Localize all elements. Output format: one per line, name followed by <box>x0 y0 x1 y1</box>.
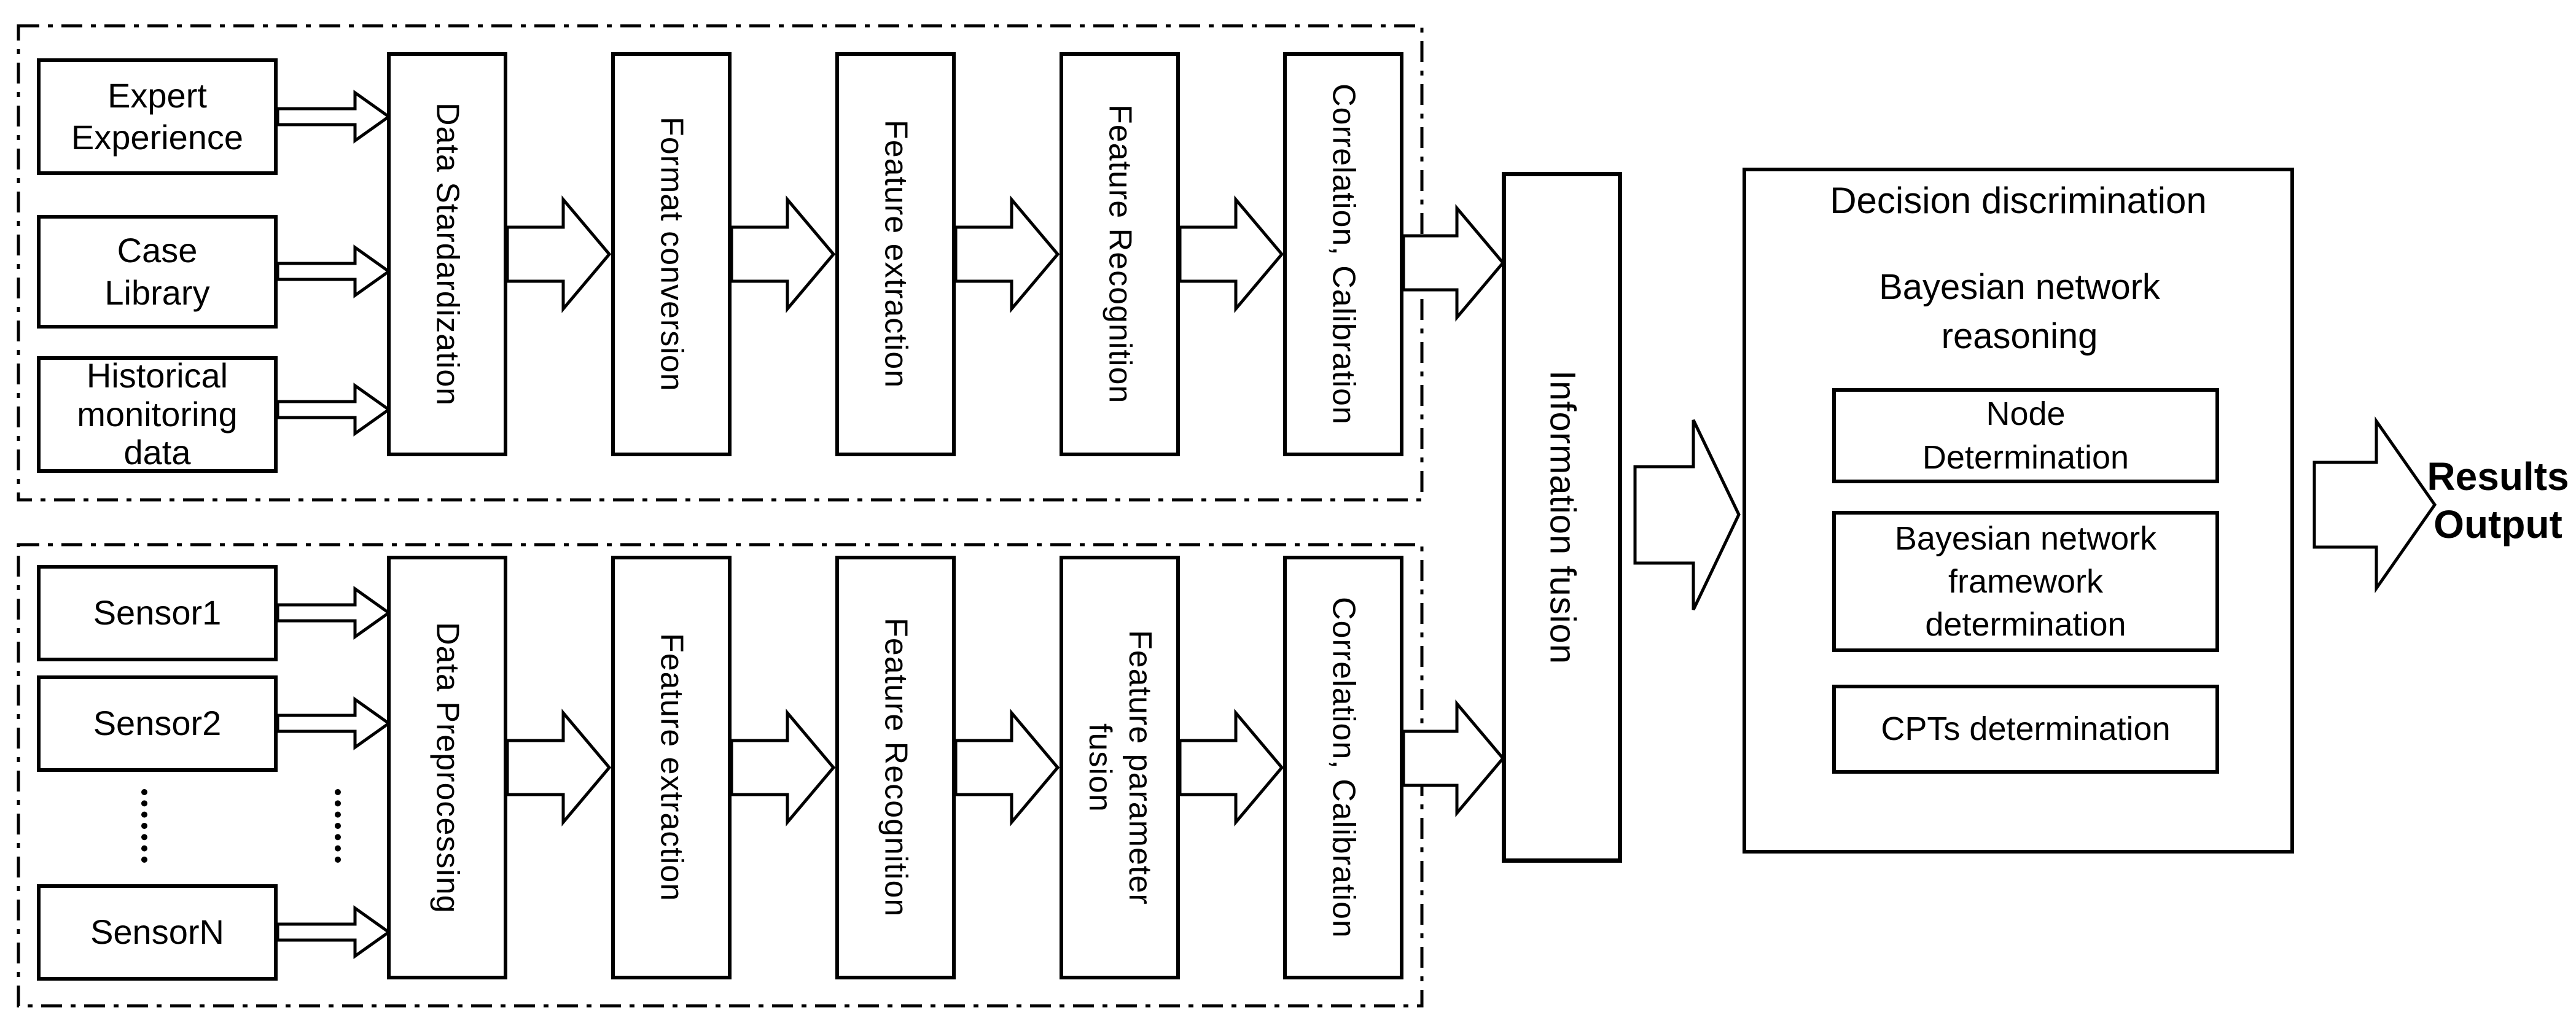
stage-label: Feature parameter fusion <box>1082 630 1158 905</box>
stage-box-data-standardization: Data Stardardization <box>387 52 507 456</box>
stage-box-format-conversion: Format conversion <box>611 52 732 456</box>
input-arrow-icon <box>276 90 392 144</box>
stage-box-feature-recognition-bottom: Feature Recognition <box>835 556 956 979</box>
stage-box-feature-extraction-top: Feature extraction <box>835 52 956 456</box>
stage-box-feature-recognition-top: Feature Recognition <box>1060 52 1180 456</box>
stage-label: Feature extraction <box>654 633 690 902</box>
step-box-cpts-determination: CPTs determination <box>1832 685 2219 774</box>
flow-arrow-icon <box>505 709 612 827</box>
input-arrow-icon <box>276 586 392 640</box>
stage-label: Correlation, Calibration <box>1325 84 1362 425</box>
input-arrow-icon <box>276 383 392 437</box>
stage-box-data-preprocessing: Data Preprocessing <box>387 556 507 979</box>
input-box-sensor2: Sensor2 <box>37 675 278 772</box>
input-box-sensor1: Sensor1 <box>37 565 278 661</box>
stage-label: Feature extraction <box>878 120 914 389</box>
flow-arrow-icon <box>730 709 836 827</box>
stage-box-correlation-calibration-bottom: Correlation, Calibration <box>1283 556 1403 979</box>
input-box-case-library: Case Library <box>37 215 278 329</box>
results-output-label: Results Output <box>2427 454 2569 547</box>
stage-label: Data Stardardization <box>429 102 466 406</box>
flow-arrow-icon <box>1633 419 1741 611</box>
input-label: Case Library <box>104 231 210 312</box>
input-box-sensorN: SensorN <box>37 884 278 981</box>
information-fusion-box: Information fusion <box>1502 172 1622 863</box>
input-box-historical-monitoring-data: Historical monitoring data <box>37 356 278 473</box>
input-arrow-icon <box>276 244 392 298</box>
input-label: Expert Experience <box>71 76 244 157</box>
stage-box-feature-parameter-fusion: Feature parameter fusion <box>1060 556 1180 979</box>
stage-box-correlation-calibration-top: Correlation, Calibration <box>1283 52 1403 456</box>
stage-label: Feature Recognition <box>1102 104 1138 404</box>
input-label: Sensor2 <box>93 704 222 743</box>
flow-arrow-icon <box>1402 699 1505 817</box>
flow-arrow-icon <box>1402 204 1505 322</box>
flow-arrow-icon <box>2313 416 2437 593</box>
step-label: CPTs determination <box>1881 710 2171 747</box>
flow-arrow-icon <box>954 195 1060 313</box>
vertical-ellipsis-icon <box>141 789 147 863</box>
flow-arrow-icon <box>730 195 836 313</box>
flow-arrow-icon <box>1178 709 1284 827</box>
stage-box-feature-extraction-bottom: Feature extraction <box>611 556 732 979</box>
stage-label: Correlation, Calibration <box>1325 597 1362 938</box>
decision-discrimination-title: Decision discrimination <box>1830 180 2207 221</box>
step-label: Node Determination <box>1922 395 2129 476</box>
step-box-framework-determination: Bayesian network framework determination <box>1832 511 2219 652</box>
information-fusion-label: Information fusion <box>1542 370 1583 665</box>
step-label: Bayesian network framework determination <box>1894 519 2157 644</box>
input-label: SensorN <box>90 912 224 952</box>
input-arrow-icon <box>276 696 392 750</box>
stage-label: Data Preprocessing <box>429 621 466 914</box>
bayesian-reasoning-title: Bayesian network reasoning <box>1879 267 2160 357</box>
flow-arrow-icon <box>954 709 1060 827</box>
flow-arrow-icon <box>505 195 612 313</box>
step-box-node-determination: Node Determination <box>1832 388 2219 483</box>
stage-label: Feature Recognition <box>878 618 914 917</box>
input-arrow-icon <box>276 905 392 959</box>
flow-arrow-icon <box>1178 195 1284 313</box>
input-label: Historical monitoring data <box>77 356 238 472</box>
stage-label: Format conversion <box>654 117 690 392</box>
vertical-ellipsis-icon <box>335 789 341 863</box>
input-label: Sensor1 <box>93 593 222 632</box>
input-box-expert-experience: Expert Experience <box>37 58 278 175</box>
